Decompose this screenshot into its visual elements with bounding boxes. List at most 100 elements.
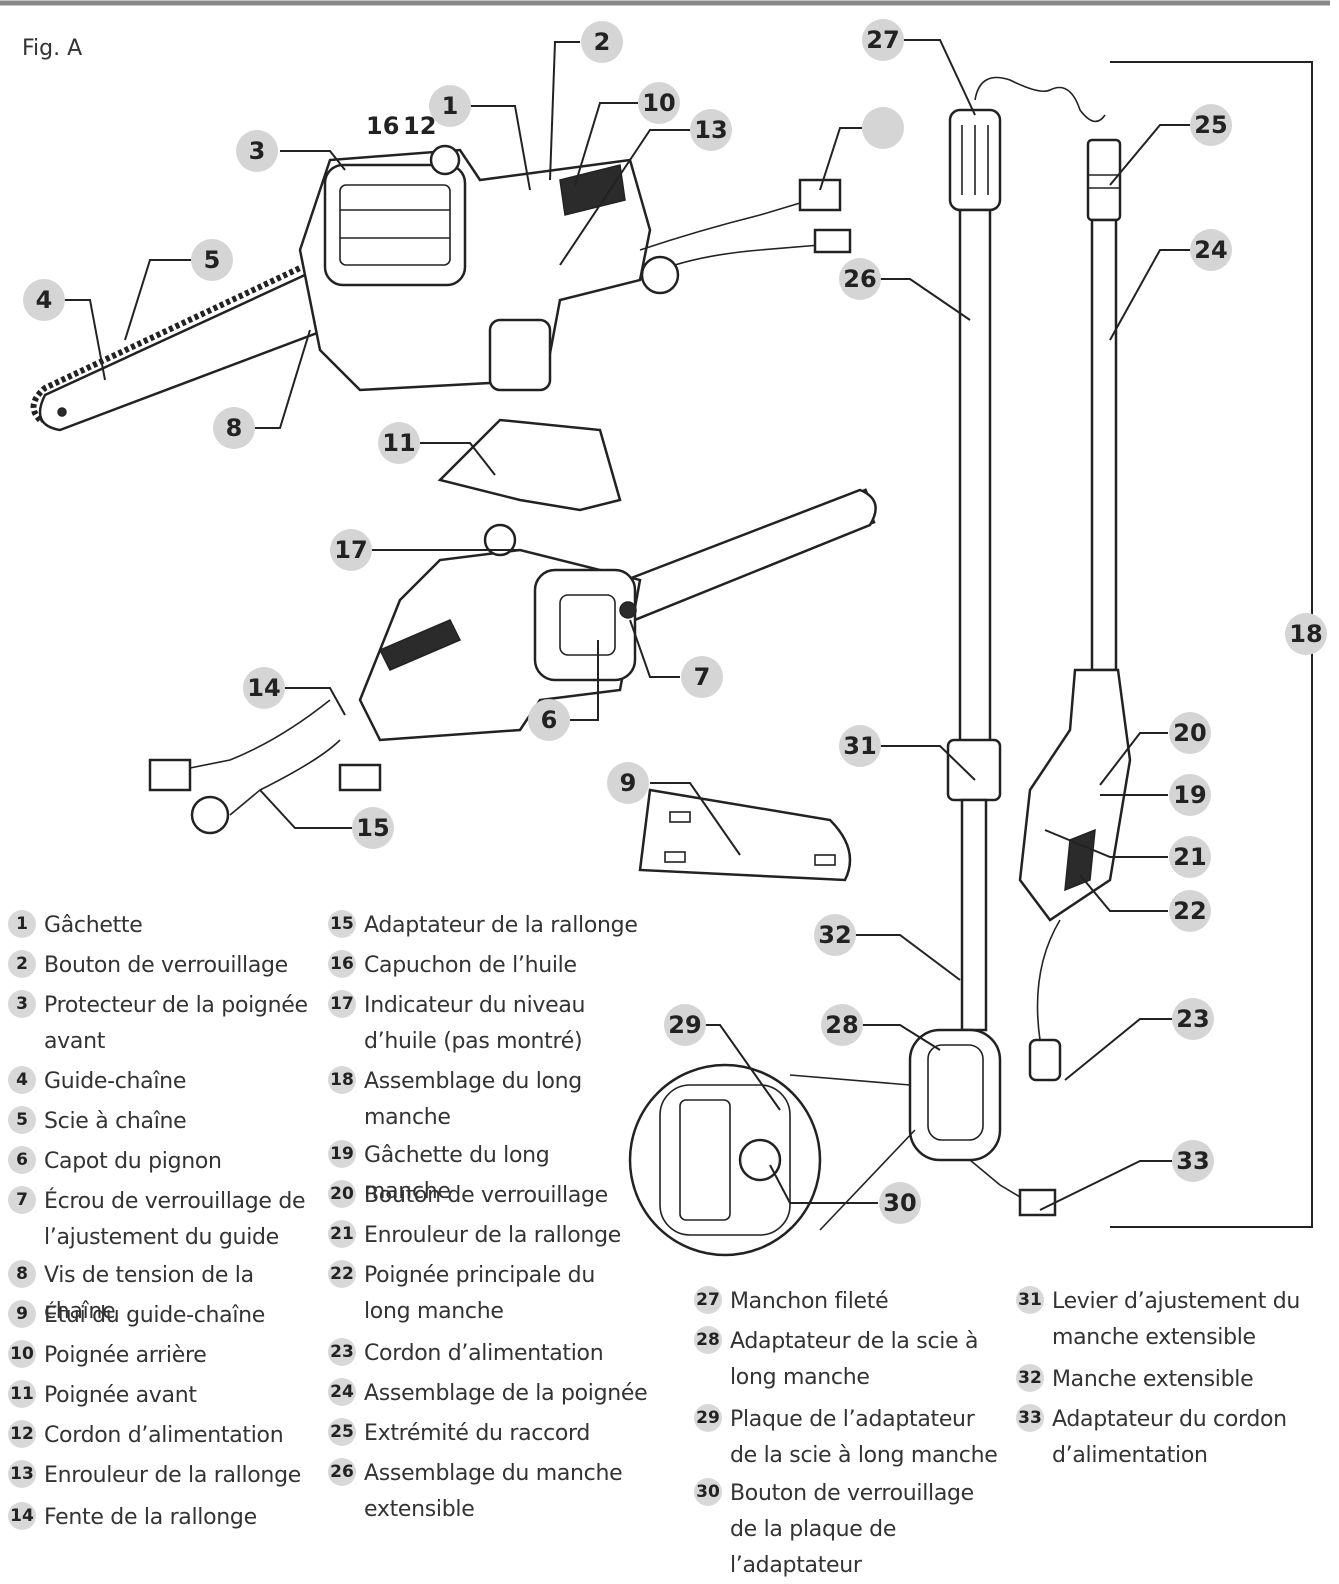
svg-text:9: 9	[620, 769, 637, 797]
svg-text:16: 16	[366, 112, 399, 140]
svg-text:19: 19	[1173, 781, 1206, 809]
callout-22: 22	[1169, 890, 1211, 932]
svg-text:8: 8	[226, 414, 243, 442]
callout-23: 23	[1172, 998, 1214, 1040]
callout-4: 4	[23, 279, 65, 321]
guide-cover-illustration	[638, 788, 852, 882]
svg-text:29: 29	[668, 1011, 701, 1039]
svg-text:22: 22	[1173, 897, 1206, 925]
callout-15: 15	[352, 807, 394, 849]
svg-text:13: 13	[694, 116, 727, 144]
svg-text:30: 30	[883, 1189, 916, 1217]
svg-text:11: 11	[382, 429, 415, 457]
svg-text:25: 25	[1194, 111, 1227, 139]
callout-13: 13	[690, 109, 732, 151]
svg-text:28: 28	[825, 1011, 858, 1039]
svg-text:5: 5	[204, 246, 221, 274]
svg-text:6: 6	[541, 706, 558, 734]
callout-17: 17	[330, 529, 372, 571]
svg-text:15: 15	[356, 814, 389, 842]
callout-28: 28	[821, 1004, 863, 1046]
chainsaw-top-illustration	[30, 144, 852, 432]
callout-26: 26	[839, 258, 881, 300]
leader-lines	[64, 39, 1190, 1211]
svg-text:17: 17	[334, 536, 367, 564]
svg-text:4: 4	[36, 286, 53, 314]
callout-blank	[862, 107, 904, 149]
callout-18: 18	[1285, 613, 1327, 655]
adapter-plate-detail-illustration	[628, 1063, 916, 1257]
svg-text:33: 33	[1176, 1147, 1209, 1175]
svg-text:3: 3	[249, 137, 266, 165]
callout-16-12: 16 12	[366, 112, 436, 140]
callout-7: 7	[681, 656, 723, 698]
callout-19: 19	[1169, 774, 1211, 816]
parts-diagram: 1 2 3 4 5 6 7 8 9 10 11 16 12 13 14 15 1…	[0, 0, 1330, 1257]
svg-text:2: 2	[594, 28, 611, 56]
callout-2: 2	[581, 21, 623, 63]
figure-title: Fig. A	[22, 36, 83, 61]
svg-text:10: 10	[642, 89, 675, 117]
callout-27: 27	[862, 19, 904, 61]
callout-20: 20	[1169, 712, 1211, 754]
callout-25: 25	[1190, 104, 1232, 146]
callout-31: 31	[839, 725, 881, 767]
svg-text:31: 31	[843, 732, 876, 760]
svg-text:14: 14	[247, 674, 280, 702]
svg-text:27: 27	[866, 26, 899, 54]
svg-text:26: 26	[843, 265, 876, 293]
callout-3: 3	[236, 130, 278, 172]
callout-10: 10	[638, 82, 680, 124]
svg-text:12: 12	[403, 112, 436, 140]
extension-pole-illustration	[908, 76, 1106, 1217]
callout-24: 24	[1190, 229, 1232, 271]
callout-14: 14	[243, 667, 285, 709]
callout-5: 5	[191, 239, 233, 281]
callout-33: 33	[1172, 1140, 1214, 1182]
callout-6: 6	[528, 699, 570, 741]
svg-text:24: 24	[1194, 236, 1227, 264]
svg-text:23: 23	[1176, 1005, 1209, 1033]
svg-text:32: 32	[818, 921, 851, 949]
callout-11: 11	[378, 422, 420, 464]
svg-text:1: 1	[442, 92, 459, 120]
callout-30: 30	[879, 1182, 921, 1224]
svg-text:18: 18	[1289, 620, 1322, 648]
callout-1: 1	[429, 85, 471, 127]
callout-9: 9	[607, 762, 649, 804]
svg-text:21: 21	[1173, 843, 1206, 871]
callout-32: 32	[814, 914, 856, 956]
callout-21: 21	[1169, 836, 1211, 878]
callout-29: 29	[664, 1004, 706, 1046]
